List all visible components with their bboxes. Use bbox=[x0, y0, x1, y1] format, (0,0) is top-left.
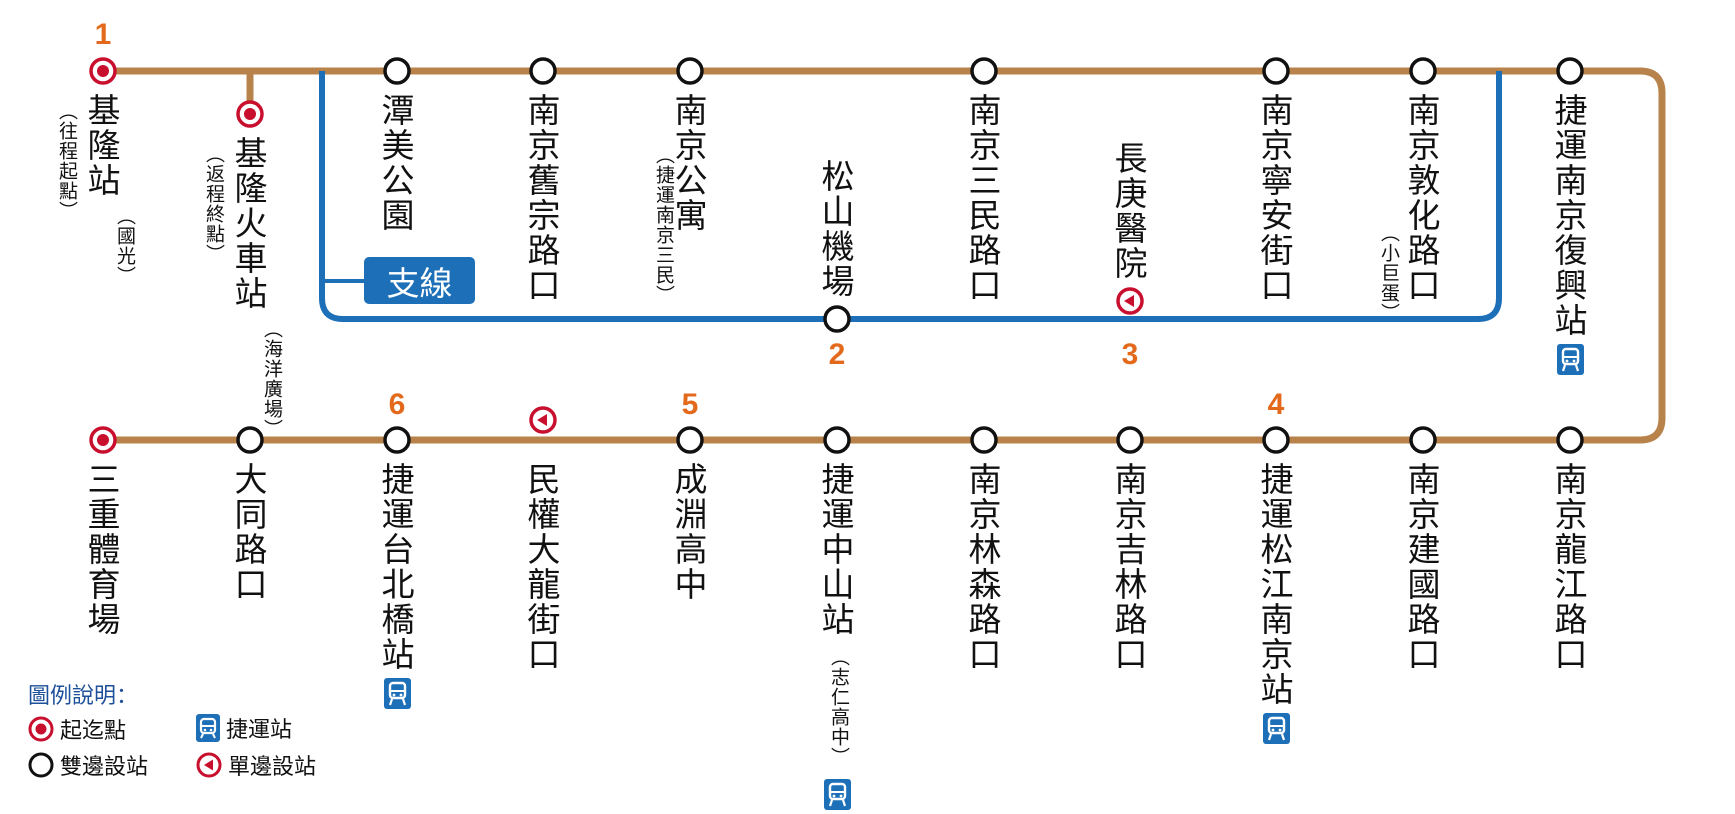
stop-bottom-5-marker bbox=[823, 426, 851, 454]
station-number: 1 bbox=[94, 18, 112, 51]
metro-icon bbox=[1263, 713, 1290, 744]
station-note: （國光） bbox=[114, 206, 136, 286]
stop-branch-1-marker bbox=[1116, 287, 1144, 315]
stop-bottom-3-marker bbox=[529, 406, 557, 434]
stop-bottom-4-marker bbox=[676, 426, 704, 454]
route-map bbox=[89, 57, 1666, 454]
legend-double: 雙邊設站 bbox=[28, 749, 148, 781]
station-name: 南京公寓 bbox=[669, 93, 708, 233]
stop-bottom-0-marker bbox=[89, 426, 117, 454]
station-number: 6 bbox=[388, 388, 406, 421]
station-name: 南京吉林路口 bbox=[1109, 462, 1148, 672]
legend-single-label: 單邊設站 bbox=[228, 755, 317, 780]
station-name: 南京舊宗路口 bbox=[522, 93, 561, 303]
stop-top-5-marker bbox=[970, 57, 998, 85]
stop-top-7-marker bbox=[1409, 57, 1437, 85]
legend-metro-label: 捷運站 bbox=[226, 718, 293, 743]
legend-terminal-label: 起迄點 bbox=[60, 719, 127, 744]
metro-icon bbox=[1557, 344, 1584, 375]
station-note: （返程終點） bbox=[203, 144, 225, 264]
station-name: 南京龍江路口 bbox=[1549, 462, 1588, 672]
station-name: 民權大龍街口 bbox=[522, 462, 561, 672]
single-side-icon bbox=[196, 752, 222, 778]
station-name: 捷運中山站 bbox=[816, 462, 855, 637]
stop-bottom-8-marker bbox=[1262, 426, 1290, 454]
station-name: 南京建國路口 bbox=[1402, 462, 1441, 672]
stop-top-4-marker bbox=[676, 57, 704, 85]
metro-icon bbox=[384, 678, 411, 709]
station-name: 南京敦化路口 bbox=[1402, 93, 1441, 303]
station-name: 松山機場 bbox=[816, 159, 855, 299]
station-note: （海洋廣場） bbox=[261, 319, 283, 439]
stop-bottom-9-marker bbox=[1409, 426, 1437, 454]
station-note: （小巨蛋） bbox=[1378, 223, 1400, 323]
station-name: 潭美公園 bbox=[376, 93, 415, 233]
double-side-icon bbox=[28, 752, 54, 778]
station-note: （往程起點） bbox=[56, 101, 78, 221]
station-name: 基隆火車站 bbox=[229, 136, 268, 311]
stop-top-6-marker bbox=[1262, 57, 1290, 85]
legend-title: 圖例說明： bbox=[28, 684, 139, 709]
station-name: 捷運南京復興站 bbox=[1549, 93, 1588, 338]
stop-top-0-marker bbox=[89, 57, 117, 85]
station-name: 南京三民路口 bbox=[963, 93, 1002, 303]
stop-bottom-2-marker bbox=[383, 426, 411, 454]
stop-top-3-marker bbox=[529, 57, 557, 85]
stop-top-8-marker bbox=[1556, 57, 1584, 85]
station-note: （捷運南京三民） bbox=[653, 145, 675, 305]
stop-bottom-7-marker bbox=[1116, 426, 1144, 454]
stop-bottom-6-marker bbox=[970, 426, 998, 454]
stop-top-2-marker bbox=[383, 57, 411, 85]
station-name: 三重體育場 bbox=[82, 462, 121, 637]
terminal-icon bbox=[28, 716, 54, 742]
station-name: 大同路口 bbox=[229, 462, 268, 602]
station-name: 捷運台北橋站 bbox=[376, 462, 415, 672]
stop-top-1-marker bbox=[236, 100, 264, 128]
legend-single: 單邊設站 bbox=[196, 749, 316, 781]
metro-icon bbox=[196, 714, 220, 742]
branch-line bbox=[319, 71, 1502, 322]
stop-branch-0-marker bbox=[823, 305, 851, 333]
station-name: 成淵高中 bbox=[669, 462, 708, 602]
station-number: 3 bbox=[1121, 338, 1139, 371]
station-name: 捷運松江南京站 bbox=[1255, 462, 1294, 707]
station-name: 長庚醫院 bbox=[1109, 141, 1148, 281]
branch-label: 支線 bbox=[364, 257, 475, 304]
stop-bottom-10-marker bbox=[1556, 426, 1584, 454]
stop-bottom-1-marker bbox=[236, 426, 264, 454]
station-name: 南京林森路口 bbox=[963, 462, 1002, 672]
legend-terminal: 起迄點 bbox=[28, 713, 126, 745]
station-number: 4 bbox=[1267, 388, 1285, 421]
legend-metro: 捷運站 bbox=[196, 712, 292, 744]
station-name: 南京寧安街口 bbox=[1255, 93, 1294, 303]
station-number: 5 bbox=[681, 388, 699, 421]
station-number: 2 bbox=[828, 338, 846, 371]
main-route-line bbox=[103, 67, 1666, 444]
station-note: （志仁高中） bbox=[828, 647, 850, 767]
legend-double-label: 雙邊設站 bbox=[60, 755, 149, 780]
station-name: 基隆站 bbox=[82, 93, 121, 198]
